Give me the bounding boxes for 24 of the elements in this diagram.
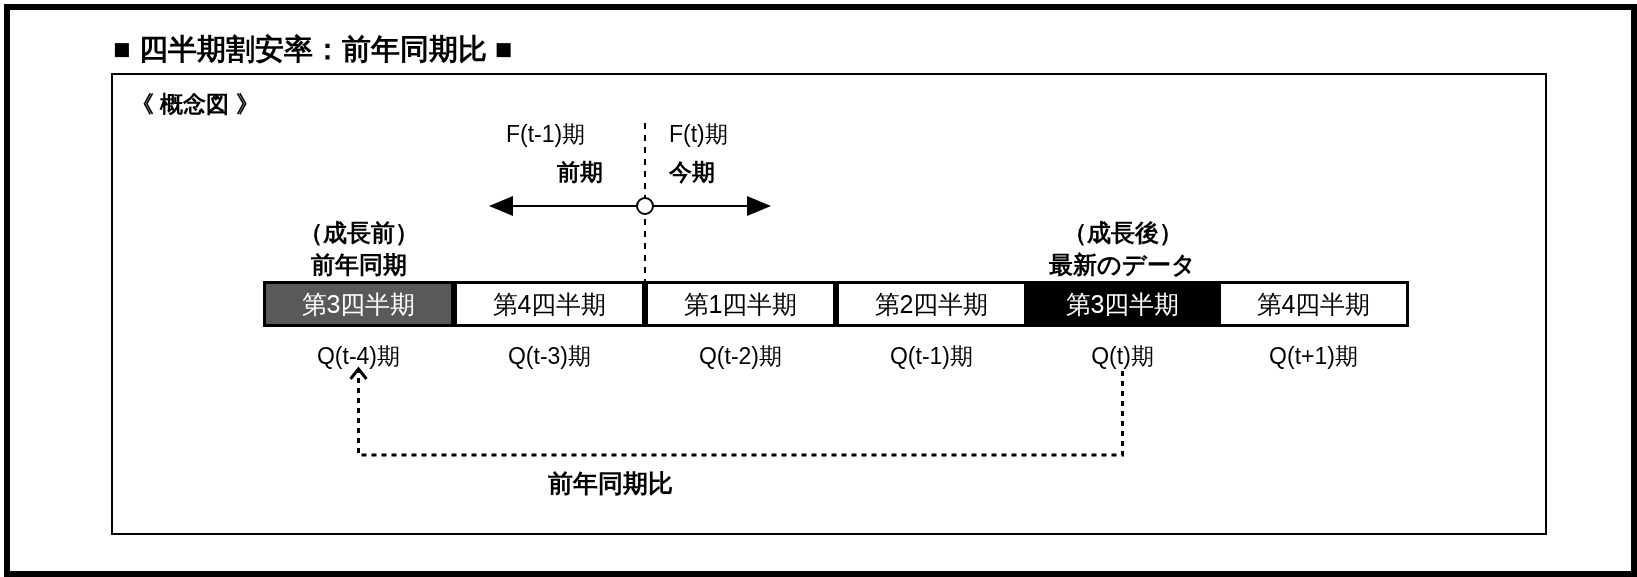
title: ■ 四半期割安率：前年同期比 ■ <box>113 32 513 67</box>
annotation-text: 前年同期 <box>310 250 407 280</box>
period-label: Q(t+1)期 <box>1269 342 1358 371</box>
period-label: Q(t-3)期 <box>507 342 592 371</box>
period-label: Q(t-2)期 <box>698 342 783 371</box>
period-label: 今期 <box>669 158 715 187</box>
annotation-text: （成長後） <box>1062 218 1183 248</box>
quarter-cell: 第4四半期 <box>454 281 645 327</box>
frame-heading: 《 概念図 》 <box>131 90 259 119</box>
period-label: Q(t-4)期 <box>316 342 401 371</box>
annotation-text: （成長前） <box>298 218 419 248</box>
dashed-arrow <box>349 367 1124 457</box>
period-label: F(t-1)期 <box>506 120 586 149</box>
period-label: Q(t-1)期 <box>889 342 974 371</box>
period-label: 前期 <box>557 158 603 187</box>
quarter-cell: 第3四半期 <box>263 281 454 327</box>
quarter-cell: 第3四半期 <box>1027 281 1218 327</box>
period-label: Q(t)期 <box>1091 342 1154 371</box>
annotation-text: 最新のデータ <box>1049 250 1196 280</box>
period-label: F(t)期 <box>669 120 728 149</box>
quarter-cell: 第1四半期 <box>645 281 836 327</box>
quarter-cell: 第4四半期 <box>1218 281 1409 327</box>
quarter-cell: 第2四半期 <box>836 281 1027 327</box>
diagram-frame <box>111 73 1547 535</box>
